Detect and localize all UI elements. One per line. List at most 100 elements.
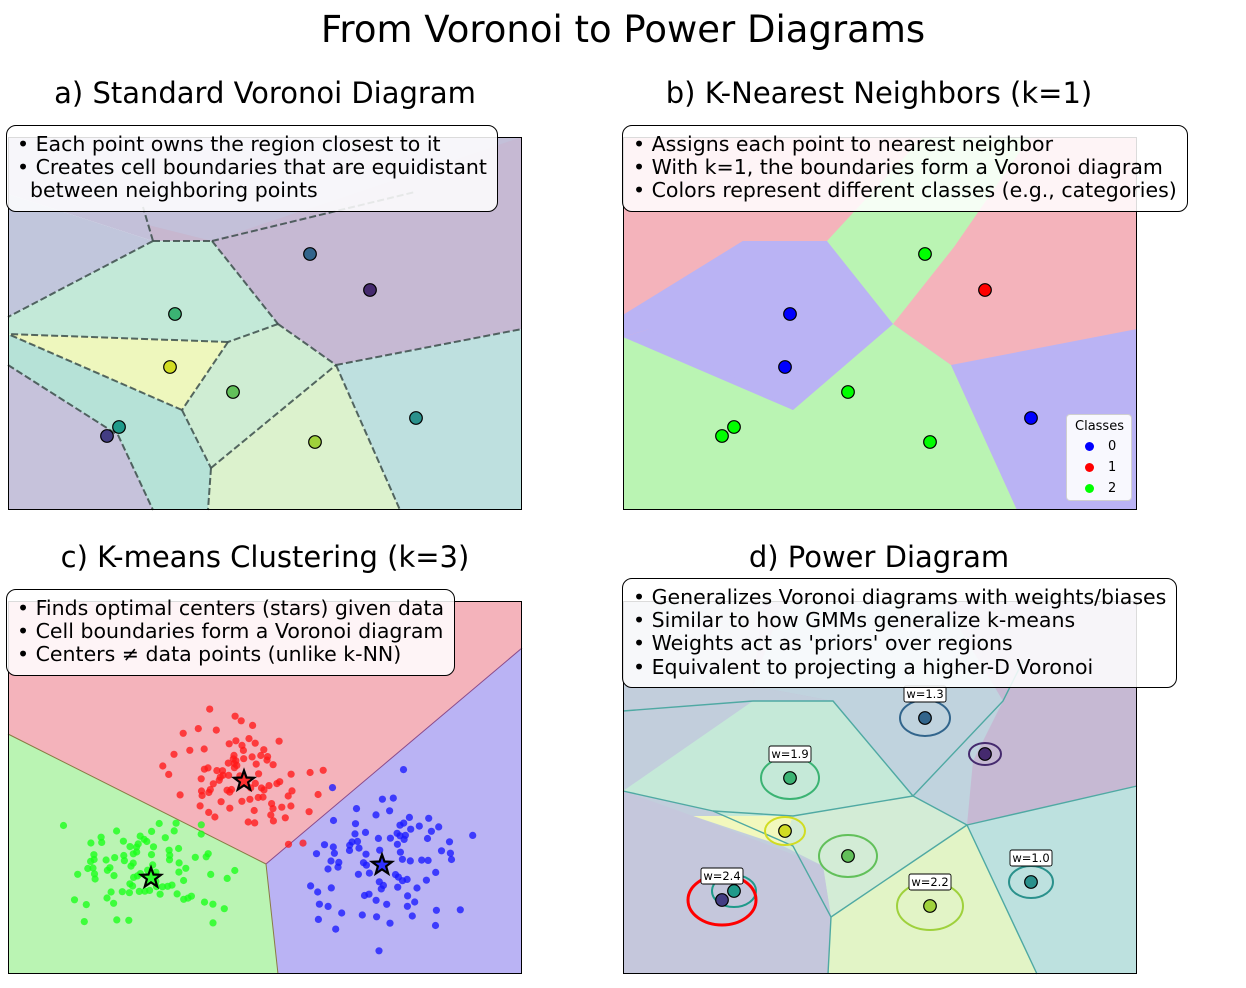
data-point — [136, 832, 144, 840]
data-point — [209, 780, 217, 788]
data-point — [265, 782, 273, 790]
data-point — [110, 872, 118, 880]
data-point — [156, 890, 164, 898]
data-point — [70, 896, 79, 904]
data-point — [126, 843, 134, 851]
weight-label-box — [700, 867, 744, 885]
weight-circle — [818, 834, 878, 878]
legend-marker — [1085, 442, 1094, 451]
data-point — [74, 870, 82, 878]
legend-label: 2 — [1108, 481, 1117, 496]
data-point — [113, 916, 121, 924]
data-point — [431, 921, 440, 930]
data-point — [59, 821, 68, 830]
data-point — [257, 751, 265, 760]
data-point — [376, 846, 384, 854]
voronoi-cell — [208, 365, 400, 510]
data-point — [373, 913, 381, 921]
legend-label: 1 — [1108, 460, 1117, 475]
data-point — [113, 827, 121, 835]
generator-point — [715, 893, 729, 907]
weight-label: w=1.9 — [771, 747, 808, 761]
generator-point — [409, 411, 423, 425]
classes-legend: Classes 0 1 2 — [1066, 414, 1132, 501]
power-edge — [753, 700, 914, 797]
data-point — [260, 746, 268, 754]
data-point — [120, 857, 128, 865]
data-point — [191, 853, 199, 861]
data-point — [332, 925, 340, 933]
data-point — [351, 830, 359, 838]
data-point — [386, 807, 394, 815]
data-point — [445, 838, 454, 846]
data-point — [206, 705, 214, 713]
data-point — [125, 916, 133, 924]
legend-title: Classes — [1075, 419, 1124, 434]
generator-point — [1024, 875, 1038, 889]
weight-label-box — [1009, 849, 1053, 867]
data-point — [237, 717, 245, 725]
data-point — [226, 788, 234, 796]
data-point — [268, 800, 276, 808]
data-point — [299, 839, 307, 847]
data-point — [469, 831, 477, 839]
centroid-star — [137, 864, 165, 890]
data-point — [231, 866, 239, 875]
data-point — [250, 806, 258, 815]
data-point — [393, 840, 401, 848]
data-point — [288, 787, 296, 795]
power-edge — [966, 785, 1138, 826]
cluster-region — [266, 648, 522, 974]
data-point — [129, 859, 137, 867]
panel-b-title: b) K-Nearest Neighbors (k=1) — [665, 76, 1093, 110]
data-point — [447, 855, 456, 864]
data-point — [230, 751, 238, 759]
data-point — [327, 884, 335, 892]
data-point — [200, 745, 208, 753]
generator-point — [100, 429, 114, 443]
voronoi-edge — [181, 341, 229, 411]
data-point — [418, 856, 426, 864]
data-point — [278, 803, 286, 811]
data-point — [118, 888, 126, 896]
data-point — [437, 847, 446, 855]
data-point — [378, 795, 386, 803]
data-point — [225, 740, 233, 748]
data-point — [180, 876, 188, 885]
data-point — [407, 825, 415, 833]
data-point — [223, 874, 231, 882]
figure-title: From Voronoi to Power Diagrams — [320, 8, 926, 51]
data-point — [238, 797, 246, 805]
data-point — [401, 831, 409, 839]
data-point — [334, 863, 342, 871]
data-point — [354, 870, 362, 878]
data-point — [111, 854, 119, 862]
data-point — [263, 756, 271, 764]
cluster-region — [8, 734, 278, 974]
data-point — [377, 885, 385, 893]
data-point — [249, 721, 257, 729]
data-point — [267, 811, 275, 819]
data-point — [159, 762, 167, 770]
data-point — [372, 811, 380, 819]
data-point — [245, 735, 253, 743]
legend-marker — [1085, 463, 1094, 472]
data-point — [155, 819, 163, 828]
data-point — [207, 870, 215, 878]
data-point — [396, 848, 404, 856]
data-point — [209, 919, 217, 927]
data-point — [141, 887, 149, 895]
power-edge — [622, 790, 832, 975]
data-point — [147, 851, 156, 859]
voronoi-cell — [8, 334, 228, 410]
data-point — [170, 750, 178, 758]
panel-c-description: • Finds optimal centers (stars) given da… — [6, 589, 456, 676]
class-point — [778, 360, 792, 374]
weight-circle — [764, 816, 806, 846]
data-point — [423, 834, 432, 843]
data-point — [365, 890, 373, 898]
generator-point — [841, 849, 855, 863]
data-point — [330, 849, 338, 857]
panel-b-description: • Assigns each point to nearest neighbor… — [622, 125, 1188, 212]
data-point — [404, 892, 412, 900]
